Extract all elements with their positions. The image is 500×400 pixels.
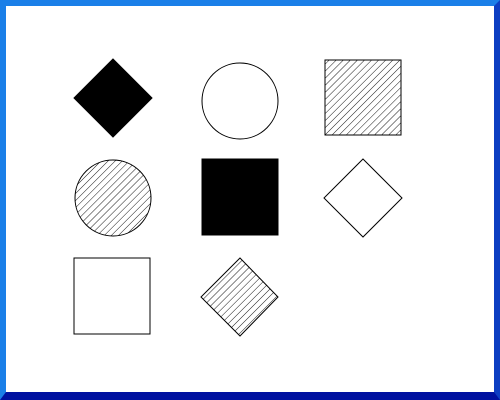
outline-circle xyxy=(201,62,279,140)
outline-diamond xyxy=(323,158,403,238)
hatched-square xyxy=(324,59,402,136)
hatched-circle xyxy=(74,159,152,237)
hatched-diamond xyxy=(200,257,279,337)
outline-square xyxy=(73,257,151,335)
filled-diamond xyxy=(73,58,153,138)
filled-square xyxy=(201,158,279,236)
